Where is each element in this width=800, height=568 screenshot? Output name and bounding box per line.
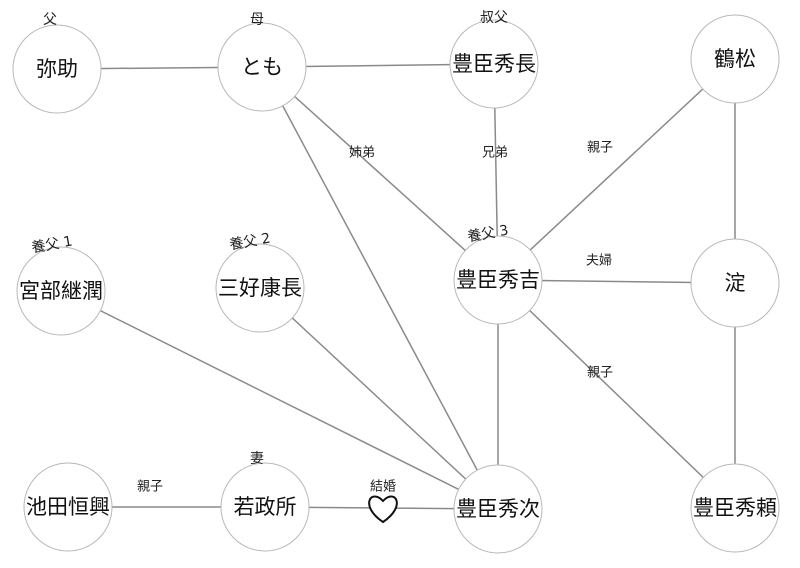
node-circle-hideyori: [690, 463, 780, 553]
edge-label-tomo-hideyoshi: 姉弟: [349, 146, 375, 161]
node-miyoshi: 三好康長 養父 2: [215, 230, 305, 333]
role-label-hideyoshi: 養父 3: [466, 222, 510, 246]
node-miyabe: 宮部継潤 養父 1: [16, 233, 106, 336]
node-yasuke: 弥助 父: [12, 12, 102, 114]
edge-tomo-hidetsugu: [261, 66, 499, 510]
role-label-hidenaga: 叔父: [480, 10, 508, 26]
edge-miyabe-hidetsugu: [60, 290, 499, 510]
node-circle-wakamandokoro: [220, 462, 310, 552]
node-tomo: とも 母: [217, 12, 307, 112]
node-circle-ikeda: [23, 462, 113, 552]
node-tsurumatsu: 鶴松: [690, 14, 780, 104]
node-label-tomo: とも: [241, 55, 283, 79]
node-circle-miyabe: [16, 246, 106, 336]
node-label-wakamandokoro: 若政所: [234, 495, 297, 519]
heart-icon: [368, 495, 398, 524]
node-circle-miyoshi: [215, 243, 305, 333]
edge-tomo-hideyoshi: [261, 66, 499, 281]
node-hideyoshi: 豊臣秀吉 養父 3: [453, 222, 543, 325]
node-label-hideyoshi: 豊臣秀吉: [456, 268, 540, 292]
node-wakamandokoro: 若政所 妻: [220, 451, 310, 552]
node-circle-hidenaga: [449, 19, 539, 109]
node-label-hidetsugu: 豊臣秀次: [456, 497, 540, 521]
role-label-miyoshi: 養父 2: [228, 230, 272, 254]
node-circle-hidetsugu: [453, 464, 543, 554]
role-label-miyabe: 養父 1: [30, 233, 74, 257]
node-label-hidenaga: 豊臣秀長: [452, 52, 536, 76]
edge-label-hidenaga-hideyoshi: 兄弟: [482, 146, 508, 161]
node-label-ikeda: 池田恒興: [26, 495, 110, 519]
node-hideyori: 豊臣秀頼: [690, 463, 780, 553]
edge-label-hideyoshi-hideyori: 親子: [587, 366, 613, 381]
node-ikeda: 池田恒興: [23, 462, 113, 552]
node-label-yasuke: 弥助: [36, 57, 78, 81]
edge-tsurumatsu-hideyoshi: [497, 58, 736, 281]
edge-miyoshi-hidetsugu: [259, 287, 499, 510]
node-circle-yasuke: [12, 24, 102, 114]
node-hidetsugu: 豊臣秀次: [453, 464, 543, 554]
node-label-tsurumatsu: 鶴松: [714, 47, 756, 71]
node-circle-tomo: [217, 22, 307, 112]
node-label-hideyori: 豊臣秀頼: [693, 496, 777, 520]
edge-hideyoshi-hideyori: [497, 279, 736, 509]
node-label-miyoshi: 三好康長: [218, 276, 302, 300]
edge-label-wakamandokoro-hidetsugu: 結婚: [370, 480, 396, 495]
edge-label-ikeda-wakamandokoro: 親子: [137, 480, 163, 495]
edge-labels-layer: 姉弟兄弟親子夫婦親子親子結婚: [137, 141, 613, 524]
node-circle-hideyoshi: [453, 235, 543, 325]
node-label-yodo: 淀: [725, 271, 746, 295]
node-circle-tsurumatsu: [690, 14, 780, 104]
edges-layer: [56, 58, 736, 510]
node-yodo: 淀: [690, 238, 780, 328]
edge-label-hideyoshi-yodo: 夫婦: [586, 253, 612, 269]
node-circle-yodo: [690, 238, 780, 328]
role-label-yasuke: 父: [43, 12, 57, 28]
edge-label-tsurumatsu-hideyoshi: 親子: [587, 141, 613, 156]
role-label-wakamandokoro: 妻: [250, 451, 264, 467]
node-label-miyabe: 宮部継潤: [19, 279, 103, 303]
role-label-tomo: 母: [250, 12, 264, 28]
